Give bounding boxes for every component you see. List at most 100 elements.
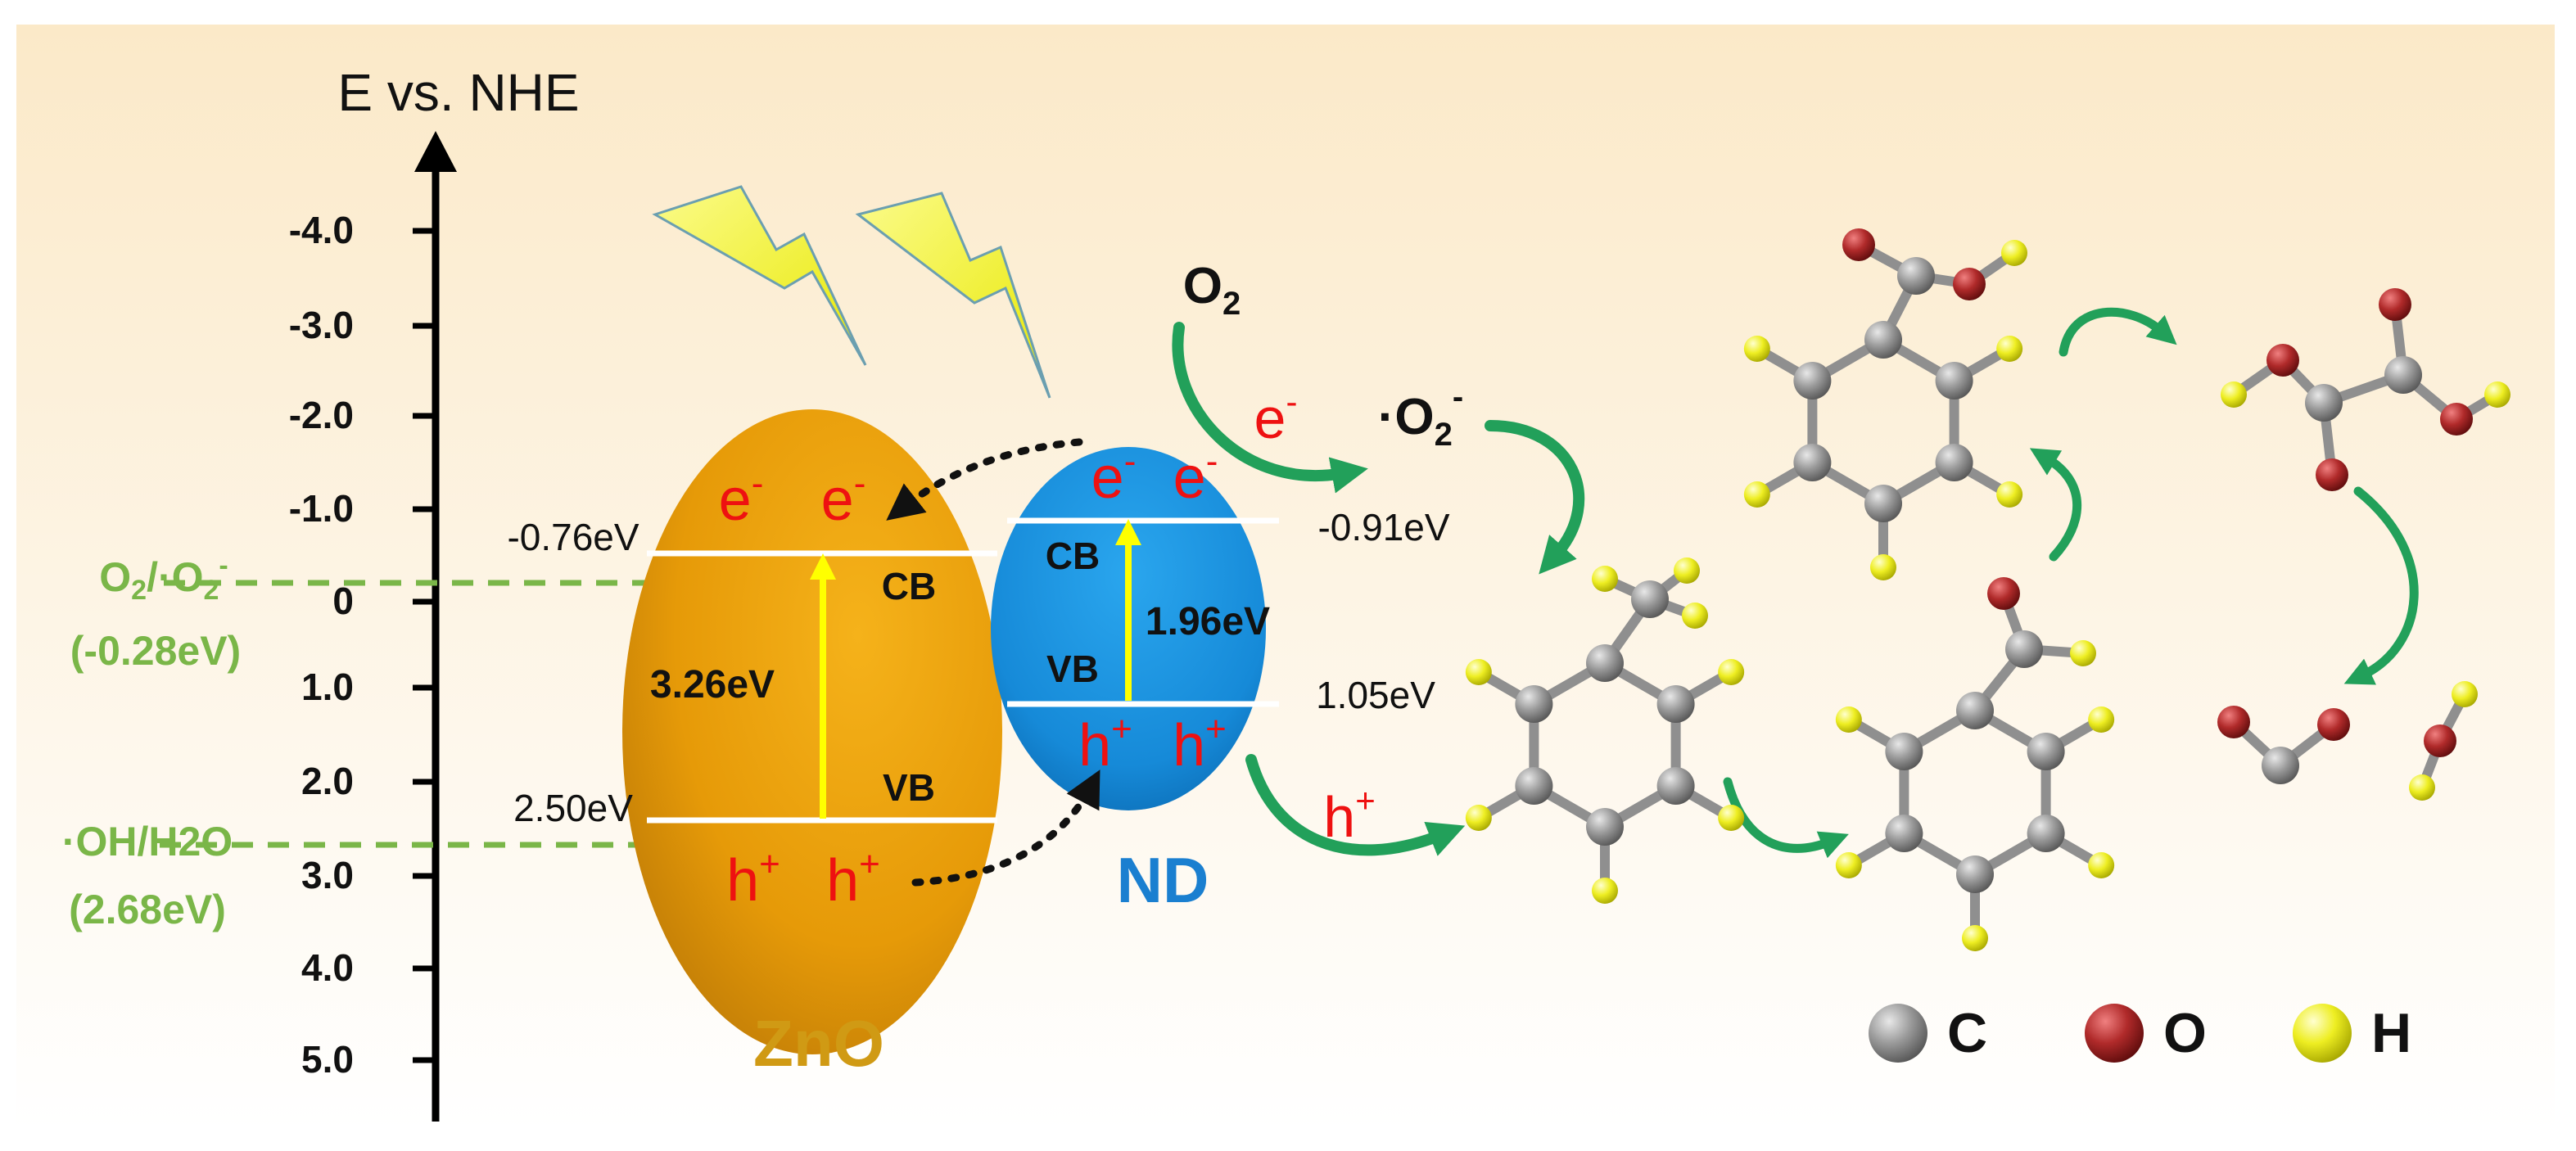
- hydrogen-atom: [2001, 240, 2027, 266]
- hydrogen-atom: [1835, 706, 1862, 733]
- hydrogen-atom: [2088, 852, 2115, 878]
- hydrogen-atom: [1592, 566, 1618, 592]
- carbon-atom: [1631, 580, 1669, 618]
- zno-bandgap-value: 3.26eV: [650, 663, 775, 706]
- axis-ticks: -4.0-3.0-2.0-1.001.02.03.04.05.0: [289, 209, 436, 1081]
- carbon-atom: [2005, 630, 2043, 668]
- hydrogen-atom: [1962, 925, 1988, 951]
- legend-atom-swatch: [2085, 1004, 2144, 1063]
- zno-particle: -0.76eV 2.50eV CB VB 3.26eV e- e- h+ h+ …: [507, 409, 1002, 1080]
- axis-tick-label: 3.0: [301, 854, 354, 896]
- carbon-atom: [2027, 733, 2065, 770]
- axis-tick-label: -1.0: [289, 487, 354, 530]
- background: [16, 25, 2555, 1130]
- carbon-atom: [1935, 444, 1973, 481]
- nd-vb-label: VB: [1046, 648, 1099, 690]
- carbon-atom: [1656, 767, 1695, 805]
- molecule-models: [1465, 228, 2510, 951]
- nd-bandgap-value: 1.96eV: [1146, 600, 1270, 643]
- zno-ellipse: [622, 409, 1002, 1054]
- superoxide-label: ·O2-: [1378, 379, 1463, 453]
- axis-tick-label: 1.0: [301, 666, 354, 708]
- legend-atom-swatch: [1869, 1004, 1927, 1063]
- zno-cb-potential: -0.76eV: [507, 516, 639, 558]
- legend-label: C: [1947, 1002, 1987, 1064]
- nd-cb-potential: -0.91eV: [1317, 506, 1449, 548]
- molecule: [1743, 228, 2027, 580]
- molecule: [2221, 288, 2510, 491]
- superoxide-attack-arrow: [1485, 420, 1585, 575]
- charge-transfer: [886, 438, 1100, 887]
- zno-electron: e-: [719, 463, 764, 533]
- oxygen-atom: [2424, 724, 2456, 757]
- hydrogen-atom: [1996, 336, 2023, 362]
- zno-hole: h+: [826, 844, 880, 914]
- o2-reference-label: O2/·O2-: [99, 550, 228, 606]
- pathway-arrow: [2343, 486, 2419, 685]
- carbon-atom: [1864, 321, 1902, 359]
- hydrogen-atom: [1465, 659, 1492, 685]
- carbon-atom: [2262, 747, 2299, 784]
- hydrogen-atom: [1718, 805, 1745, 831]
- legend-label: H: [2371, 1002, 2411, 1064]
- pathway-arrow: [1723, 777, 1849, 859]
- oh-reference-value: (2.68eV): [69, 887, 226, 932]
- carbon-atom: [1956, 692, 1994, 729]
- o2-reduction-arrow: [1172, 322, 1368, 494]
- zno-hole: h+: [726, 844, 780, 914]
- pathway-arrow: [2029, 448, 2082, 562]
- oxygen-atom: [2317, 708, 2350, 741]
- electron-transfer-arrow: [886, 438, 1083, 521]
- hole-oxidation-arrow: [1245, 754, 1466, 856]
- hydrogen-atom: [1718, 659, 1745, 685]
- axis-tick-label: -2.0: [289, 394, 354, 436]
- nd-electron: e-: [1173, 441, 1218, 511]
- carbon-atom: [2305, 384, 2343, 422]
- carbon-atom: [1935, 362, 1973, 399]
- oxygen-atom: [2217, 706, 2250, 738]
- hydrogen-atom: [1682, 603, 1708, 629]
- axis-tick-label: -4.0: [289, 209, 354, 251]
- reduction-electron-label: e-: [1254, 382, 1298, 450]
- oxygen-atom: [2440, 403, 2473, 436]
- o2-reference-value: (-0.28eV): [70, 628, 241, 674]
- hydrogen-atom: [2484, 381, 2510, 408]
- zno-vb-potential: 2.50eV: [513, 787, 633, 829]
- nd-name: ND: [1117, 844, 1209, 916]
- molecule: [2217, 706, 2350, 784]
- axis-arrowhead: [414, 131, 457, 172]
- hydrogen-atom: [1465, 805, 1492, 831]
- carbon-atom: [2384, 356, 2422, 394]
- oh-reference-label: ·OH/H2O: [62, 819, 233, 864]
- hydrogen-atom: [1743, 336, 1770, 362]
- hydrogen-atom: [1870, 554, 1896, 580]
- oxygen-atom: [2266, 344, 2299, 377]
- axis-tick-label: 5.0: [301, 1038, 354, 1081]
- axis-tick-label: 2.0: [301, 760, 354, 802]
- carbon-atom: [1793, 444, 1832, 481]
- nd-electron: e-: [1091, 441, 1137, 511]
- degradation-pathway: [1723, 307, 2419, 859]
- zno-electron: e-: [821, 463, 866, 533]
- nd-vb-potential: 1.05eV: [1316, 674, 1435, 716]
- carbon-atom: [1515, 767, 1553, 805]
- oxidation-hole-label: h+: [1323, 781, 1375, 849]
- o2-label: O2: [1183, 258, 1241, 322]
- carbon-atom: [1864, 485, 1902, 522]
- hydrogen-atom: [2070, 640, 2096, 666]
- carbon-atom: [1885, 815, 1923, 852]
- hydrogen-atom: [2452, 681, 2478, 707]
- nd-hole: h+: [1078, 709, 1132, 779]
- reference-potentials: O2/·O2- (-0.28eV) ·OH/H2O (2.68eV): [62, 550, 655, 932]
- energy-axis: E vs. NHE -4.0-3.0-2.0-1.001.02.03.04.05…: [289, 63, 580, 1122]
- zno-cb-label: CB: [882, 565, 936, 607]
- oxygen-atom: [1842, 228, 1875, 261]
- hole-transfer-arrow: [911, 770, 1100, 887]
- hydrogen-atom: [1592, 878, 1618, 904]
- hydrogen-atom: [1835, 852, 1862, 878]
- carbon-atom: [1897, 257, 1935, 295]
- axis-tick-label: 4.0: [301, 946, 354, 989]
- axis-tick-label: 0: [332, 580, 354, 622]
- molecule: [1835, 577, 2115, 951]
